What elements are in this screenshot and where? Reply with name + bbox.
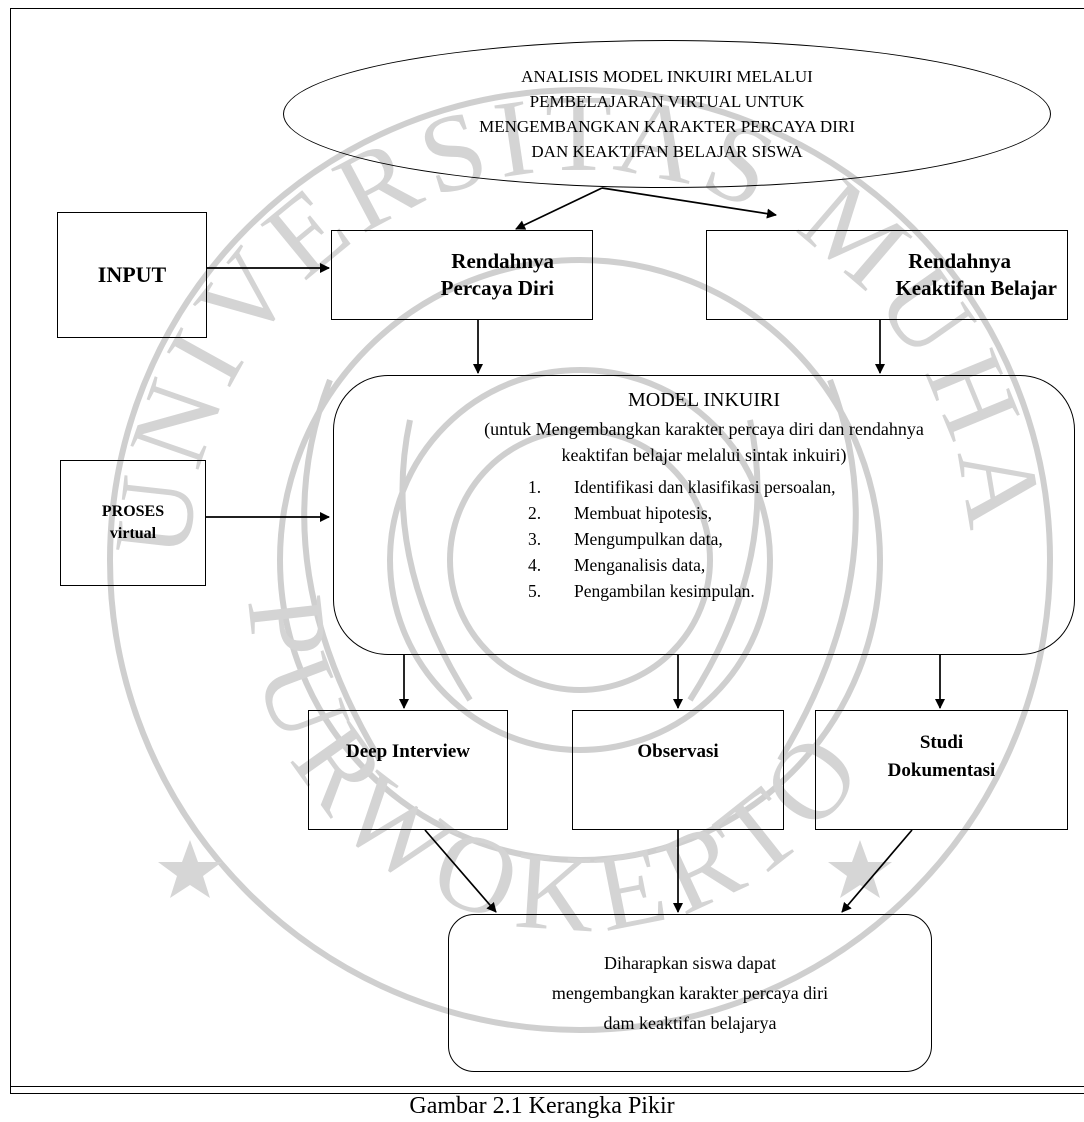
proses-box: PROSES virtual xyxy=(60,460,206,586)
inquiry-steps-list: 1. Identifikasi dan klasifikasi persoalan… xyxy=(528,474,835,604)
step-number: 1. xyxy=(528,477,542,497)
proses-line2: virtual xyxy=(109,525,157,542)
result-line2: mengembangkan karakter percaya diri xyxy=(551,983,829,1003)
step-text: Pengambilan kesimpulan. xyxy=(574,581,755,601)
title-line: ANALISIS MODEL INKUIRI MELALUI xyxy=(521,67,813,86)
observasi-box: Observasi xyxy=(572,710,784,830)
list-item: 1. Identifikasi dan klasifikasi persoalan… xyxy=(528,474,835,500)
studi-line2: Dokumentasi xyxy=(887,760,996,781)
model-title: MODEL INKUIRI xyxy=(627,389,780,411)
diagram-frame xyxy=(10,8,1084,1094)
model-inkuiri-box: MODEL INKUIRI (untuk Mengembangkan karak… xyxy=(333,375,1075,655)
deep-interview-label: Deep Interview xyxy=(346,741,470,762)
model-desc-line2: keaktifan belajar melalui sintak inkuiri… xyxy=(561,445,847,465)
result-line1: Diharapkan siswa dapat xyxy=(604,953,776,973)
title-line: MENGEMBANGKAN KARAKTER PERCAYA DIRI xyxy=(479,117,855,136)
studi-line1: Studi xyxy=(919,732,964,753)
title-line: DAN KEAKTIFAN BELAJAR SISWA xyxy=(531,142,803,161)
step-text: Mengumpulkan data, xyxy=(574,529,723,549)
model-desc-line1: (untuk Mengembangkan karakter percaya di… xyxy=(484,419,924,439)
step-number: 4. xyxy=(528,555,542,575)
step-text: Menganalisis data, xyxy=(574,555,706,575)
step-text: Membuat hipotesis, xyxy=(574,503,713,523)
deep-interview-box: Deep Interview xyxy=(308,710,508,830)
model-description: (untuk Mengembangkan karakter percaya di… xyxy=(334,416,1074,468)
rendahnya-keaktifan-box: Rendahnya Keaktifan Belajar xyxy=(706,230,1068,320)
step-number: 2. xyxy=(528,503,542,523)
studi-dokumentasi-box: Studi Dokumentasi xyxy=(815,710,1068,830)
title-line: PEMBELAJARAN VIRTUAL UNTUK xyxy=(529,92,805,111)
frame-bottom-rule xyxy=(10,1086,1084,1087)
step-text: Identifikasi dan klasifikasi persoalan, xyxy=(574,477,836,497)
list-item: 2. Membuat hipotesis, xyxy=(528,500,835,526)
figure-caption: Gambar 2.1 Kerangka Pikir xyxy=(409,1093,675,1119)
list-item: 5. Pengambilan kesimpulan. xyxy=(528,578,835,604)
input-box: INPUT xyxy=(57,212,207,338)
result-line3: dam keaktifan belajarya xyxy=(603,1013,777,1033)
expected-outcome-box: Diharapkan siswa dapat mengembangkan kar… xyxy=(448,914,932,1072)
research-title-ellipse: ANALISIS MODEL INKUIRI MELALUI PEMBELAJA… xyxy=(283,40,1051,188)
observasi-label: Observasi xyxy=(637,741,719,762)
input-label: INPUT xyxy=(97,262,167,287)
keaktifan-line2: Keaktifan Belajar xyxy=(895,276,1057,300)
list-item: 3. Mengumpulkan data, xyxy=(528,526,835,552)
list-item: 4. Menganalisis data, xyxy=(528,552,835,578)
proses-line1: PROSES xyxy=(101,503,165,520)
percaya-diri-line1: Rendahnya xyxy=(451,249,554,273)
percaya-diri-line2: Percaya Diri xyxy=(440,276,554,300)
keaktifan-line1: Rendahnya xyxy=(908,249,1011,273)
step-number: 3. xyxy=(528,529,542,549)
rendahnya-percaya-diri-box: Rendahnya Percaya Diri xyxy=(331,230,593,320)
step-number: 5. xyxy=(528,581,542,601)
